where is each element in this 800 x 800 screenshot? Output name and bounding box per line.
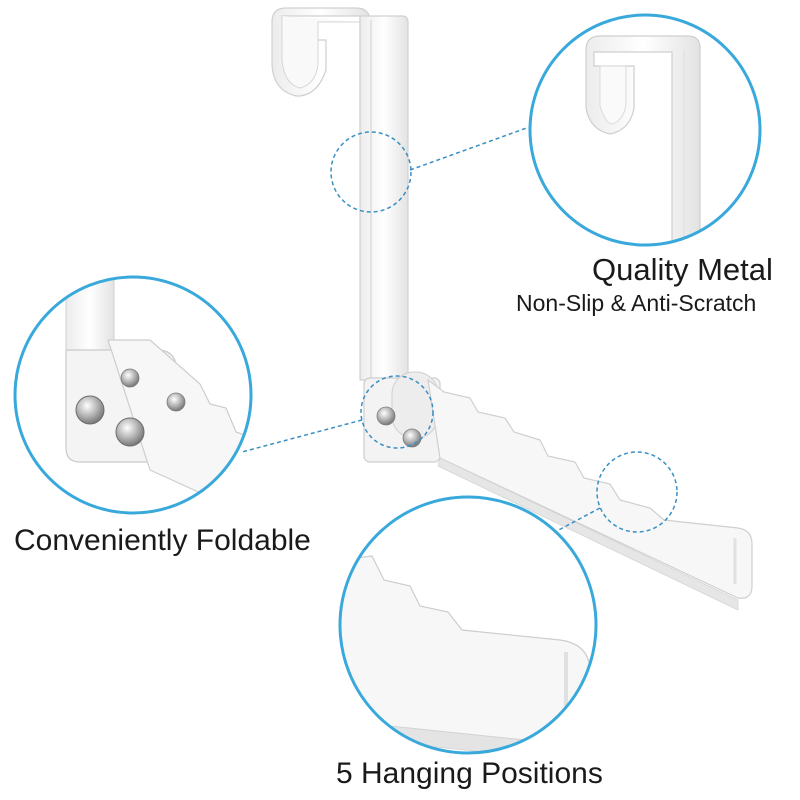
door-hook — [271, 7, 409, 381]
feature-title-foldable: Conveniently Foldable — [14, 524, 311, 557]
rivet-icon — [166, 392, 186, 412]
zoom-detail-metal — [528, 13, 762, 247]
rivet-icon — [376, 406, 396, 426]
feature-title-metal: Quality Metal — [592, 252, 773, 287]
rivet-icon — [402, 428, 422, 448]
rivet-icon — [120, 368, 140, 388]
hanging-arm — [427, 378, 753, 611]
zoom-detail-slots — [338, 495, 598, 755]
rivet-icon — [115, 417, 145, 447]
hinge-bracket — [363, 371, 441, 463]
connector-line — [241, 419, 363, 453]
callout-marker-slots — [596, 451, 678, 533]
callout-marker-hinge — [360, 375, 434, 449]
zoom-detail-hinge — [13, 275, 253, 515]
feature-title-hanging: 5 Hanging Positions — [336, 757, 603, 790]
callout-marker-metal — [330, 131, 412, 213]
connector-line — [409, 125, 533, 171]
feature-subtitle-metal: Non-Slip & Anti-Scratch — [516, 290, 757, 316]
rivet-icon — [75, 395, 105, 425]
